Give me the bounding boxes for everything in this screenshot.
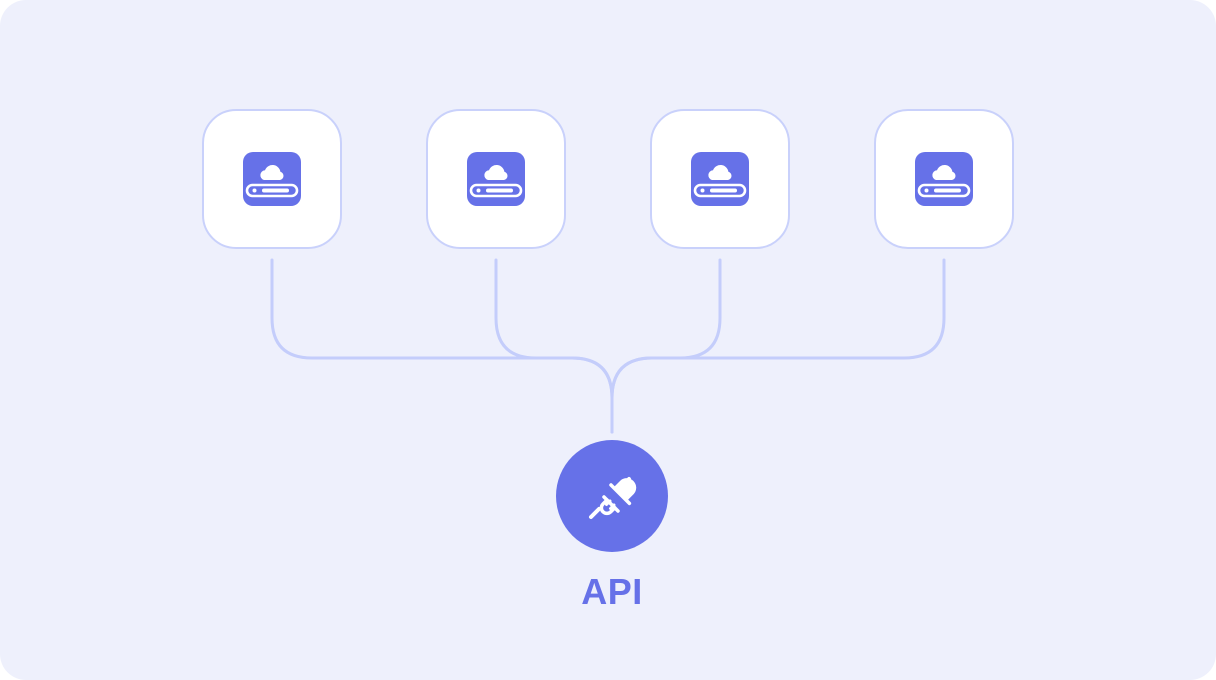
api-node bbox=[556, 440, 668, 552]
plug-icon bbox=[589, 477, 637, 519]
storage-node-4 bbox=[874, 109, 1014, 249]
connector-line-3 bbox=[610, 258, 722, 434]
storage-node-1 bbox=[202, 109, 342, 249]
cloud-storage-icon bbox=[915, 152, 973, 206]
cloud-storage-icon bbox=[691, 152, 749, 206]
cloud-storage-icon bbox=[243, 152, 301, 206]
connector-line-4 bbox=[610, 258, 946, 434]
cloud-storage-icon bbox=[467, 152, 525, 206]
connector-line-1 bbox=[270, 258, 614, 434]
connector-line-2 bbox=[494, 258, 614, 434]
connector-group bbox=[270, 258, 946, 434]
storage-node-3 bbox=[650, 109, 790, 249]
api-label: API bbox=[581, 571, 643, 612]
storage-node-2 bbox=[426, 109, 566, 249]
